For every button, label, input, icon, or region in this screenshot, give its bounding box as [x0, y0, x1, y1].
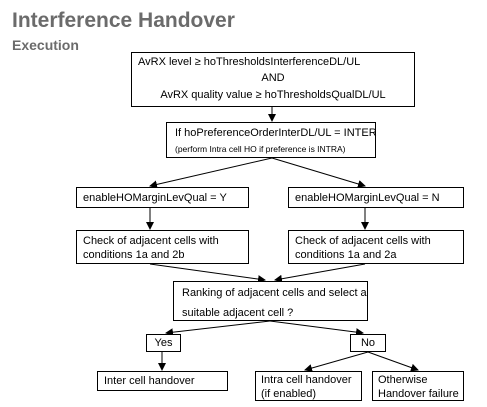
margin-yes-box: enableHOMarginLevQual = Y [76, 187, 249, 208]
page-title: Interference Handover [12, 9, 235, 32]
condition-quality-text: AvRX quality value ≥ hoThresholdsQualDL/… [160, 89, 386, 101]
ranking-line2: suitable adjacent cell ? [182, 307, 294, 319]
arrow-preference-to-margin-no [271, 157, 366, 188]
margin-no-label: enableHOMarginLevQual = N [295, 192, 440, 204]
arrow-no-to-failure [367, 351, 419, 372]
arrow-check-left-to-ranking [149, 263, 266, 283]
check-left-box: Check of adjacent cells with conditions … [76, 230, 249, 264]
condition-level-text: AvRX level ≥ hoThresholdsInterferenceDL/… [138, 56, 361, 68]
margin-yes-label: enableHOMarginLevQual = Y [83, 192, 227, 204]
check-right-box: Check of adjacent cells with conditions … [288, 230, 464, 264]
preference-box: If hoPreferenceOrderInterDL/UL = INTER (… [166, 122, 377, 158]
failure-line1: Otherwise [378, 374, 428, 386]
answer-yes-box: Yes [146, 334, 181, 352]
failure-line2: Handover failure [378, 388, 459, 400]
answer-no-label: No [360, 337, 376, 349]
condition-box: AvRX level ≥ hoThresholdsInterferenceDL/… [131, 52, 415, 107]
page-subtitle: Execution [12, 37, 79, 53]
check-right-line1: Check of adjacent cells with [295, 235, 431, 247]
intra-ho-line1: Intra cell handover [261, 374, 352, 386]
margin-no-box: enableHOMarginLevQual = N [288, 187, 464, 208]
ranking-line1: Ranking of adjacent cells and select a [182, 287, 367, 299]
arrow-ranking-to-yes [165, 320, 271, 337]
preference-note-text: (perform Intra cell HO if preference is … [175, 144, 346, 154]
check-left-line1: Check of adjacent cells with [83, 235, 219, 247]
intra-ho-line2: (if enabled) [261, 388, 317, 400]
check-right-line2: conditions 1a and 2a [295, 249, 397, 261]
answer-no-box: No [350, 334, 386, 352]
arrow-ranking-to-no [269, 320, 364, 337]
inter-ho-label: Inter cell handover [104, 375, 195, 387]
failure-box: Otherwise Handover failure [372, 371, 464, 401]
condition-and-text: AND [261, 72, 285, 84]
check-left-line2: conditions 1a and 2b [83, 249, 185, 261]
intra-ho-box: Intra cell handover (if enabled) [255, 371, 362, 401]
ranking-box: Ranking of adjacent cells and select a s… [173, 281, 368, 321]
arrow-check-right-to-ranking [274, 263, 366, 283]
answer-yes-label: Yes [154, 337, 173, 349]
inter-ho-box: Inter cell handover [97, 371, 228, 391]
arrow-preference-to-margin-yes [149, 157, 273, 189]
arrow-no-to-intra-ho [304, 351, 369, 372]
preference-condition-text: If hoPreferenceOrderInterDL/UL = INTER [175, 127, 377, 139]
